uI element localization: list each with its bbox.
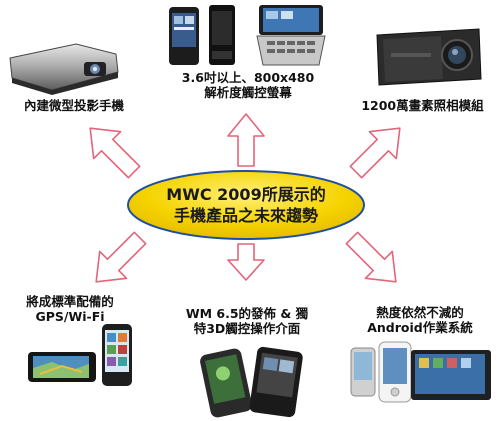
trend-label-display-line-2: 解析度觸控螢幕 xyxy=(204,85,292,100)
trend-label-projector: 內建微型投影手機 xyxy=(23,98,124,113)
trend-label-gps-line-2: GPS/Wi-Fi xyxy=(35,309,105,324)
hub-title-line-1: MWC 2009所展示的 xyxy=(166,185,326,204)
trend-label-android-line-1: 熱度依然不減的 xyxy=(376,305,464,320)
hub-title-line-2: 手機產品之未來趨勢 xyxy=(173,206,318,225)
projector-phone-image xyxy=(9,43,119,95)
trend-label-winmo-line-2: 特3D觸控操作介面 xyxy=(193,321,301,336)
trend-label-winmo-line-1: WM 6.5的發佈 & 獨 xyxy=(185,306,309,321)
trend-label-display-line-1: 3.6吋以上、800x480 xyxy=(181,70,315,85)
trend-label-android: 熱度依然不減的 Android作業系統 xyxy=(345,305,495,335)
trend-label-camera: 1200萬畫素照相模組 xyxy=(361,98,484,113)
android-devices-image xyxy=(350,341,491,403)
trend-label-winmo: WM 6.5的發佈 & 獨 特3D觸控操作介面 xyxy=(167,306,327,336)
gps-devices-image xyxy=(28,324,132,386)
camera-phone-image xyxy=(376,28,482,86)
trend-label-gps: 將成標準配備的 GPS/Wi-Fi xyxy=(10,294,130,324)
trend-label-gps-line-1: 將成標準配備的 xyxy=(26,294,114,309)
windows-mobile-phones-image xyxy=(200,346,303,418)
hub-title: MWC 2009所展示的 手機產品之未來趨勢 xyxy=(128,184,364,226)
trend-label-android-line-2: Android作業系統 xyxy=(367,320,473,335)
trend-label-display: 3.6吋以上、800x480 解析度觸控螢幕 xyxy=(163,70,333,100)
touch-phones-image xyxy=(169,5,326,66)
